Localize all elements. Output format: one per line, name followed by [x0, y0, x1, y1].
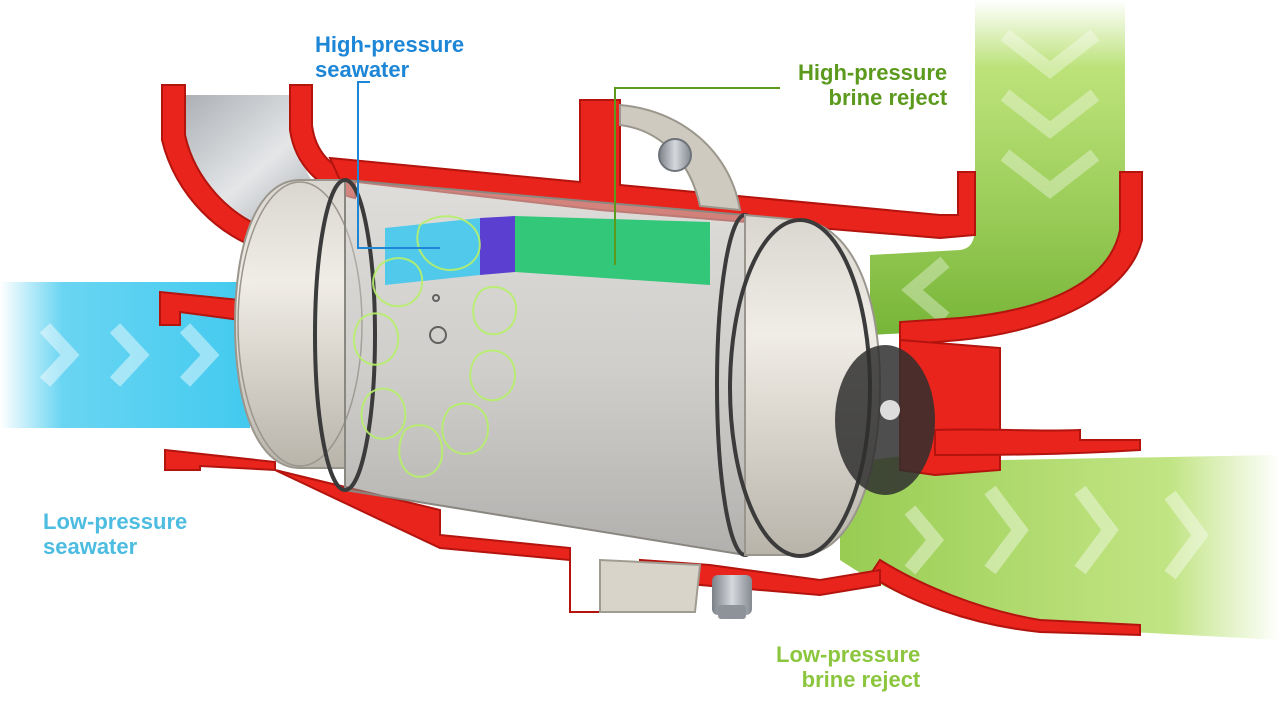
label-line: High-pressure — [315, 32, 465, 57]
label-low-pressure-seawater: Low-pressure seawater — [43, 509, 187, 559]
label-line: High-pressure — [798, 60, 948, 85]
label-line: seawater — [43, 534, 138, 559]
leader-lines — [357, 81, 780, 265]
rotor-ports — [353, 215, 518, 478]
label-line: Low-pressure — [43, 509, 188, 534]
leader-high-pressure-brine — [614, 87, 780, 265]
label-line: brine reject — [828, 85, 948, 110]
low-pressure-seawater-flow — [0, 282, 250, 428]
leader-high-pressure-seawater — [357, 81, 440, 249]
label-low-pressure-brine: Low-pressure brine reject — [776, 642, 920, 692]
label-line: Low-pressure — [776, 642, 921, 667]
rotor-duct — [385, 216, 710, 285]
high-pressure-brine-flow — [870, 0, 1125, 335]
label-high-pressure-seawater: High-pressure seawater — [315, 32, 464, 82]
label-high-pressure-brine: High-pressure brine reject — [798, 60, 947, 110]
label-line: brine reject — [801, 667, 921, 692]
drain-plug — [712, 575, 752, 619]
top-flange — [619, 103, 742, 212]
label-line: seawater — [315, 57, 410, 82]
bottom-flange — [599, 558, 702, 613]
